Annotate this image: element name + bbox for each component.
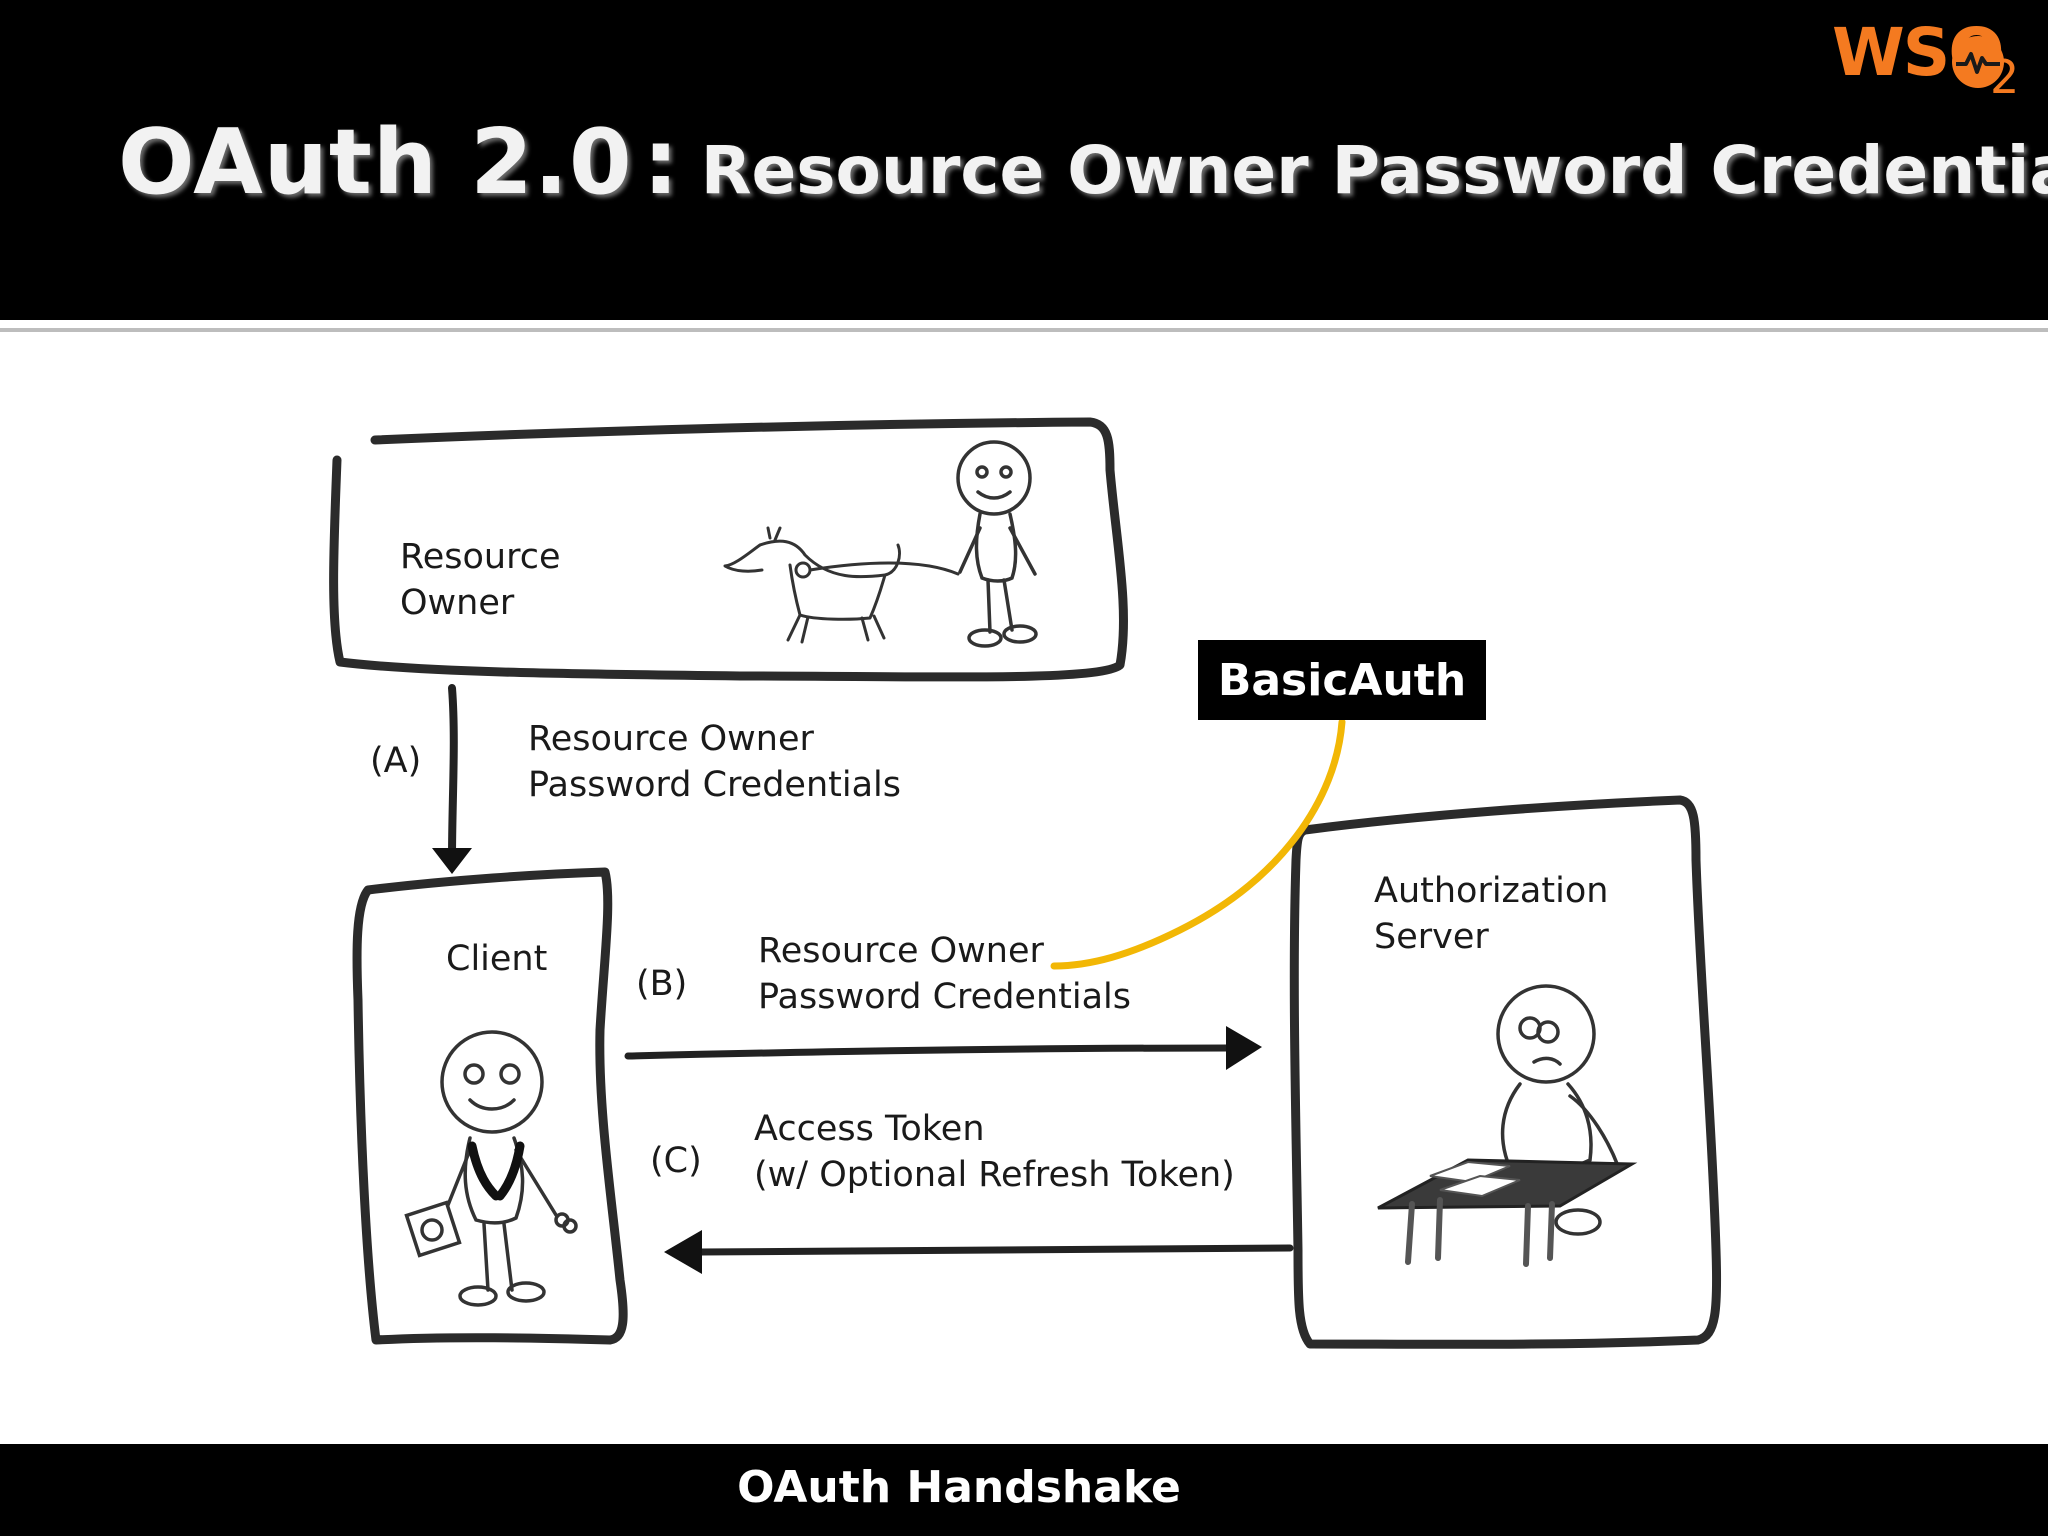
client-box — [352, 867, 628, 1345]
wso2-logo: WSO 2 — [1832, 12, 2032, 104]
resource-owner-box — [329, 417, 1128, 682]
authorization-server-label-2: Server — [1374, 917, 1489, 957]
arrow-b-line — [624, 1044, 1234, 1060]
step-a-label-2: Password Credentials — [528, 765, 901, 805]
authorization-server-box — [1289, 795, 1722, 1349]
desk-icon — [1377, 1158, 1638, 1267]
step-c-label-1: Access Token — [754, 1109, 985, 1149]
title-main: OAuth 2.0 — [118, 110, 633, 215]
client-figure-icon — [404, 1030, 578, 1307]
footer-bar — [0, 1444, 2048, 1536]
header-bar — [0, 0, 2048, 320]
logo-pulse-icon — [1952, 36, 2004, 88]
step-c-marker: (C) — [650, 1141, 702, 1181]
arrow-a-line — [448, 684, 458, 862]
title-separator: : — [642, 110, 679, 215]
step-b-label-1: Resource Owner — [758, 931, 1045, 971]
server-figure-icon — [1496, 984, 1620, 1236]
resource-owner-label-2: Owner — [400, 583, 515, 623]
footer-title: OAuth Handshake — [737, 1462, 1181, 1513]
basicauth-connector — [1050, 718, 1346, 970]
basicauth-badge: BasicAuth — [1198, 640, 1486, 720]
authorization-server-label-1: Authorization — [1374, 871, 1608, 911]
step-a-label-1: Resource Owner — [528, 719, 815, 759]
step-b-marker: (B) — [636, 964, 687, 1004]
arrow-a-head — [432, 848, 472, 874]
step-a-marker: (A) — [370, 741, 421, 781]
step-c-label-2: (w/ Optional Refresh Token) — [754, 1155, 1235, 1195]
arrow-c-line — [696, 1244, 1294, 1256]
arrow-c-head — [664, 1230, 702, 1274]
step-b-label-2: Password Credentials — [758, 977, 1131, 1017]
title-subtitle: Resource Owner Password Credentials — [700, 132, 2048, 209]
slide-title: OAuth 2.0 : Resource Owner Password Cred… — [118, 110, 2048, 230]
header-divider — [0, 328, 2048, 332]
arrow-b-head — [1226, 1026, 1262, 1070]
client-label: Client — [446, 939, 547, 979]
dog-sketch-icon — [723, 526, 960, 644]
resource-owner-figure-icon — [956, 440, 1038, 648]
oauth-diagram: Resource Owner (A) Resource Owner Passwo… — [329, 417, 1722, 1349]
resource-owner-label-1: Resource — [400, 537, 561, 577]
